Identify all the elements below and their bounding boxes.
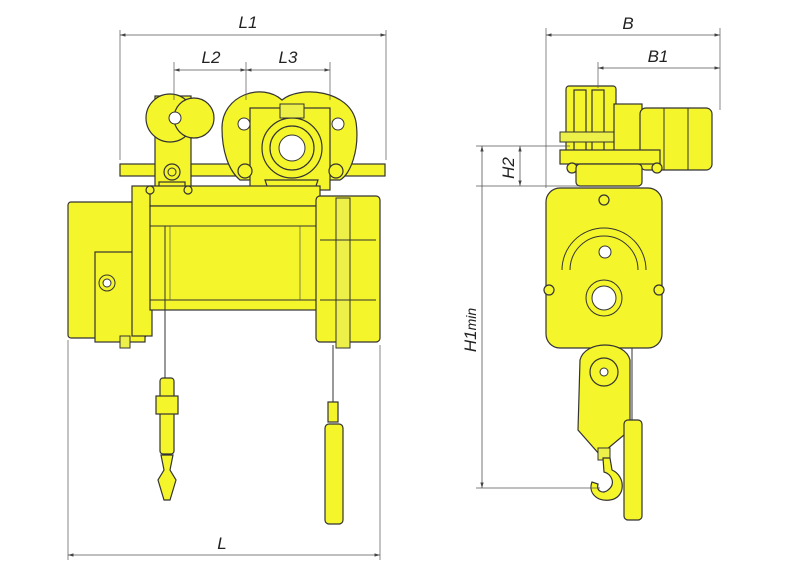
hook-block-left xyxy=(155,226,179,501)
front-view xyxy=(67,91,386,525)
label-b1: B1 xyxy=(648,47,669,66)
label-l3: L3 xyxy=(279,48,298,67)
label-l: L xyxy=(217,534,226,553)
label-b: B xyxy=(622,14,633,33)
label-h2: H2 xyxy=(499,157,518,179)
label-h1-sub: min xyxy=(463,308,479,331)
side-dimensions: B B1 H2 H1min xyxy=(461,14,721,489)
front-dimensions: L1 L2 L3 L xyxy=(67,13,387,560)
hoist-body xyxy=(67,185,381,349)
label-l1: L1 xyxy=(239,13,258,32)
side-view xyxy=(543,85,713,521)
label-l2: L2 xyxy=(202,48,221,67)
left-trolley-wheel xyxy=(145,93,215,195)
label-h1: H1 xyxy=(461,330,480,352)
side-casing xyxy=(543,187,665,349)
side-pendant xyxy=(623,348,643,521)
pendant-control xyxy=(324,345,344,525)
side-trolley xyxy=(559,85,713,187)
right-trolley-motor xyxy=(221,91,358,199)
side-hook-block xyxy=(577,344,631,501)
label-h1-min: H1min xyxy=(461,308,480,353)
